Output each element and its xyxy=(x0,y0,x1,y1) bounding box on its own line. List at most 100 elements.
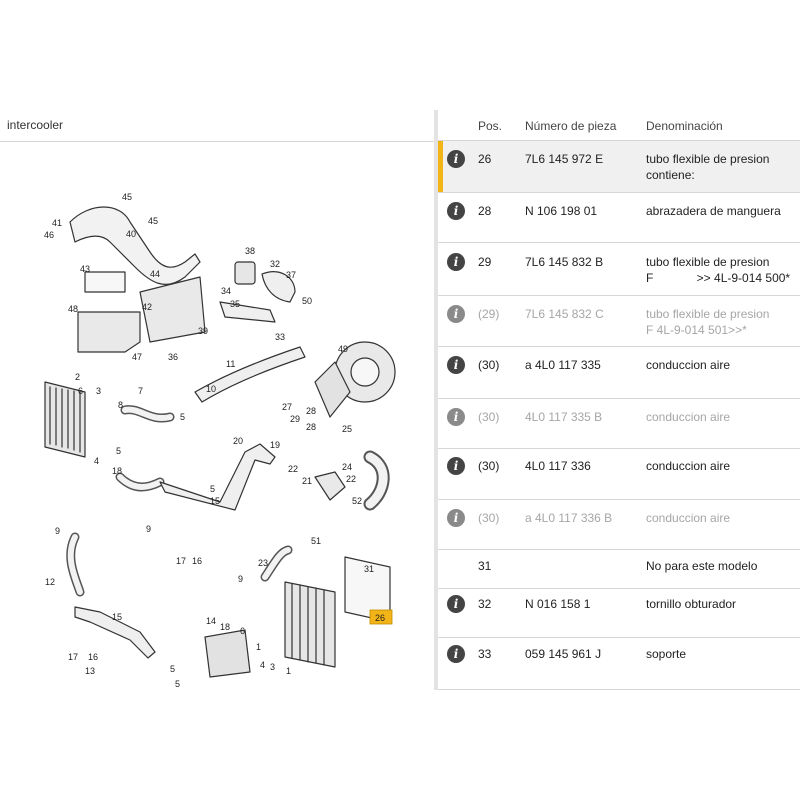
callout-label[interactable]: 9 xyxy=(146,524,151,534)
table-row[interactable]: i 28 N 106 198 01 abrazadera de manguera xyxy=(438,192,800,243)
callout-label[interactable]: 18 xyxy=(112,466,122,476)
callout-label[interactable]: 22 xyxy=(346,474,356,484)
callout-label[interactable]: 44 xyxy=(150,269,160,279)
callout-label[interactable]: 3 xyxy=(96,386,101,396)
callout-label[interactable]: 39 xyxy=(198,326,208,336)
callout-label[interactable]: 16 xyxy=(88,652,98,662)
callout-label[interactable]: 27 xyxy=(282,402,292,412)
callout-label[interactable]: 6 xyxy=(240,626,245,636)
table-row[interactable]: i 29 7L6 145 832 B tubo flexible de pres… xyxy=(438,242,800,296)
callout-label[interactable]: 49 xyxy=(338,344,348,354)
table-row[interactable]: i 26 7L6 145 972 E tubo flexible de pres… xyxy=(438,141,800,193)
table-row[interactable]: i (29) 7L6 145 832 C tubo flexible de pr… xyxy=(438,295,800,347)
callout-label[interactable]: 16 xyxy=(192,556,202,566)
table-row[interactable]: i (30) a 4L0 117 336 B conduccion aire xyxy=(438,499,800,550)
callout-label[interactable]: 25 xyxy=(342,424,352,434)
row-pos: (30) xyxy=(478,459,500,473)
callout-label[interactable]: 4 xyxy=(260,660,265,670)
callout-label[interactable]: 19 xyxy=(270,440,280,450)
info-icon[interactable]: i xyxy=(447,150,465,168)
callout-label[interactable]: 33 xyxy=(275,332,285,342)
info-icon[interactable]: i xyxy=(447,408,465,426)
callout-label[interactable]: 6 xyxy=(78,386,83,396)
callout-label[interactable]: 4 xyxy=(94,456,99,466)
callout-label[interactable]: 11 xyxy=(226,359,235,369)
callout-label[interactable]: 21 xyxy=(302,476,312,486)
callout-label[interactable]: 29 xyxy=(290,414,300,424)
callout-label[interactable]: 3 xyxy=(270,662,275,672)
callout-label[interactable]: 5 xyxy=(180,412,185,422)
callout-label[interactable]: 42 xyxy=(142,302,152,312)
callout-label[interactable]: 10 xyxy=(206,384,216,394)
callout-label[interactable]: 50 xyxy=(302,296,312,306)
info-icon[interactable]: i xyxy=(447,253,465,271)
callout-label[interactable]: 35 xyxy=(230,299,240,309)
callout-label[interactable]: 43 xyxy=(80,264,90,274)
callout-label[interactable]: 5 xyxy=(175,679,180,689)
callout-label[interactable]: 28 xyxy=(306,422,316,432)
row-name: conduccion aire xyxy=(646,358,731,372)
callout-label[interactable]: 22 xyxy=(288,464,298,474)
callout-label[interactable]: 52 xyxy=(352,496,362,506)
info-icon[interactable]: i xyxy=(447,595,465,613)
info-icon[interactable]: i xyxy=(447,457,465,475)
callout-label[interactable]: 24 xyxy=(342,462,352,472)
table-row[interactable]: i 33 059 145 961 J soporte xyxy=(438,637,800,690)
callout-label[interactable]: 17 xyxy=(68,652,78,662)
callout-label[interactable]: 18 xyxy=(220,622,230,632)
callout-label[interactable]: 7 xyxy=(138,386,143,396)
callout-label[interactable]: 46 xyxy=(44,230,54,240)
callout-label[interactable]: 48 xyxy=(68,304,78,314)
panel-title-divider xyxy=(0,141,434,142)
table-row[interactable]: i (30) 4L0 117 335 B conduccion aire xyxy=(438,398,800,449)
callout-label[interactable]: 31 xyxy=(364,564,374,574)
callout-label[interactable]: 9 xyxy=(55,526,60,536)
table-row[interactable]: i 32 N 016 158 1 tornillo obturador xyxy=(438,588,800,638)
callout-label[interactable]: 37 xyxy=(286,270,296,280)
callout-label[interactable]: 51 xyxy=(311,536,321,546)
info-icon[interactable]: i xyxy=(447,645,465,663)
callout-label[interactable]: 34 xyxy=(221,286,231,296)
callout-label[interactable]: 8 xyxy=(118,400,123,410)
callout-label[interactable]: 12 xyxy=(45,577,55,587)
callout-label[interactable]: 23 xyxy=(258,558,268,568)
callout-label[interactable]: 1 xyxy=(286,666,291,676)
callout-label-highlighted[interactable]: 26 xyxy=(375,613,385,623)
callout-label[interactable]: 45 xyxy=(148,216,158,226)
callout-label[interactable]: 5 xyxy=(210,484,215,494)
callout-label[interactable]: 17 xyxy=(176,556,186,566)
callout-label[interactable]: 15 xyxy=(112,612,122,622)
callout-label[interactable]: 32 xyxy=(270,259,280,269)
callout-label[interactable]: 15 xyxy=(210,496,220,506)
info-icon[interactable]: i xyxy=(447,202,465,220)
callout-26-highlight[interactable] xyxy=(369,609,393,625)
header-pos[interactable]: Pos. xyxy=(478,119,503,133)
callout-label[interactable]: 28 xyxy=(306,406,316,416)
row-name-line2: F 4L-9-014 501>>* xyxy=(646,323,747,337)
callout-label[interactable]: 40 xyxy=(126,229,136,239)
table-row[interactable]: i (30) 4L0 117 336 conduccion aire xyxy=(438,448,800,500)
callout-label[interactable]: 38 xyxy=(245,246,255,256)
callout-label[interactable]: 20 xyxy=(233,436,243,446)
callout-label[interactable]: 36 xyxy=(168,352,178,362)
header-part-number[interactable]: Número de pieza xyxy=(525,119,617,133)
row-part-number: 059 145 961 J xyxy=(525,647,602,661)
callout-label[interactable]: 2 xyxy=(75,372,80,382)
info-icon[interactable]: i xyxy=(447,305,465,323)
callout-label[interactable]: 5 xyxy=(116,446,121,456)
panel-divider[interactable] xyxy=(434,110,438,690)
callout-label[interactable]: 45 xyxy=(122,192,132,202)
table-row[interactable]: 31 No para este modelo xyxy=(438,549,800,589)
info-icon[interactable]: i xyxy=(447,356,465,374)
callout-label[interactable]: 47 xyxy=(132,352,142,362)
table-row[interactable]: i (30) a 4L0 117 335 conduccion aire xyxy=(438,346,800,399)
header-name[interactable]: Denominación xyxy=(646,119,723,133)
callout-label[interactable]: 14 xyxy=(206,616,216,626)
callout-label[interactable]: 5 xyxy=(170,664,175,674)
callout-label[interactable]: 9 xyxy=(238,574,243,584)
callout-label[interactable]: 13 xyxy=(85,666,95,676)
row-name: conduccion aire xyxy=(646,511,731,525)
info-icon[interactable]: i xyxy=(447,509,465,527)
callout-label[interactable]: 1 xyxy=(256,642,261,652)
callout-label[interactable]: 41 xyxy=(52,218,62,228)
